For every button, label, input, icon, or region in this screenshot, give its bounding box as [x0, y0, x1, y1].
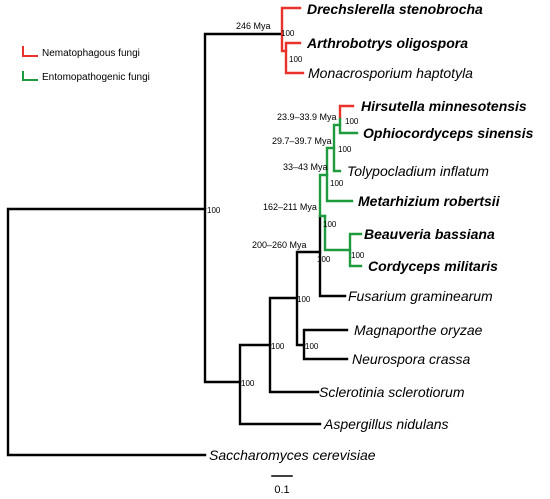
bootstrap-value: 100	[289, 55, 303, 64]
taxon-beauveria: Beauveria bassiana	[364, 226, 495, 242]
bootstrap-value: 100	[317, 255, 331, 264]
taxon-labels: Drechslerella stenobrocha Arthrobotrys o…	[209, 1, 534, 463]
pezizomycotina-branch	[203, 32, 284, 384]
cordycipitaceae-stem-branch	[323, 214, 352, 252]
taxon-hirsutella: Hirsutella minnesotensis	[361, 98, 527, 114]
legend-green-swatch	[22, 71, 38, 81]
taxon-cordyceps: Cordyceps militaris	[368, 258, 498, 274]
legend-nematophagous-label: Nematophagous fungi	[42, 48, 140, 59]
backbone-branches	[6, 32, 349, 457]
taxon-magnaporthe: Magnaporthe oryzae	[354, 322, 483, 338]
root-branch	[6, 207, 207, 457]
taxon-tolypocladium: Tolypocladium inflatum	[347, 163, 489, 179]
divergence-time-tolypocladium-split: 33–43 Mya	[283, 162, 328, 172]
bootstrap-value: 100	[305, 342, 319, 351]
taxon-neurospora: Neurospora crassa	[352, 351, 470, 367]
taxon-ophiocordyceps: Ophiocordyceps sinensis	[363, 125, 534, 141]
divergence-time-labels: 246 Mya 23.9–33.9 Mya 29.7–39.7 Mya 33–4…	[236, 21, 337, 250]
scale-bar: 0.1	[271, 475, 293, 496]
hypocreales-branch	[318, 214, 347, 298]
taxon-aspergillus: Aspergillus nidulans	[323, 416, 449, 432]
scale-bar-label: 0.1	[274, 484, 289, 496]
bootstrap-value: 100	[338, 145, 352, 154]
bootstrap-value: 100	[281, 29, 295, 38]
bootstrap-value: 100	[345, 117, 359, 126]
taxon-drechslerella: Drechslerella stenobrocha	[307, 1, 483, 17]
bootstrap-value: 100	[207, 206, 221, 215]
aspergillus-split-branch	[238, 343, 322, 426]
arthrobotrys-monacrosporium-branch	[284, 41, 305, 75]
beauveria-cordyceps-branch	[348, 232, 363, 268]
bootstrap-values: 100 100 100 100 100 100 100 100 100 100 …	[207, 29, 365, 388]
taxon-arthrobotrys: Arthrobotrys oligospora	[306, 35, 468, 51]
bootstrap-value: 100	[241, 379, 255, 388]
entomopathogenic-branches	[318, 117, 363, 268]
taxon-saccharomyces: Saccharomyces cerevisiae	[209, 447, 376, 463]
divergence-time-hypocreales-insect: 162–211 Mya	[263, 202, 317, 212]
hirsutella-branch	[338, 104, 355, 121]
taxon-fusarium: Fusarium graminearum	[348, 288, 493, 304]
bootstrap-value: 100	[330, 179, 344, 188]
divergence-time-hypocreales: 200–260 Mya	[252, 240, 307, 250]
bootstrap-value: 100	[323, 220, 337, 229]
divergence-time-hirsutella-ophiocordyceps: 23.9–33.9 Mya	[277, 112, 337, 122]
bootstrap-value: 100	[271, 342, 285, 351]
legend-red-swatch	[22, 46, 38, 57]
legend: Nematophagous fungi Entomopathogenic fun…	[22, 46, 150, 83]
divergence-time-orbiliales: 246 Mya	[236, 21, 271, 31]
bootstrap-value: 100	[351, 251, 365, 260]
bootstrap-value: 100	[297, 295, 311, 304]
taxon-metarhizium: Metarhizium robertsii	[358, 193, 501, 209]
sclerotinia-split-branch	[268, 296, 320, 394]
divergence-time-ophiocordycipitaceae: 29.7–39.7 Mya	[272, 136, 332, 146]
taxon-monacrosporium: Monacrosporium haptotyla	[308, 65, 473, 81]
nematophagous-branches	[280, 6, 355, 121]
taxon-sclerotinia: Sclerotinia sclerotiorum	[319, 384, 465, 400]
legend-entomopathogenic-label: Entomopathogenic fungi	[42, 72, 150, 83]
magnaporthe-neurospora-branch	[302, 328, 349, 361]
